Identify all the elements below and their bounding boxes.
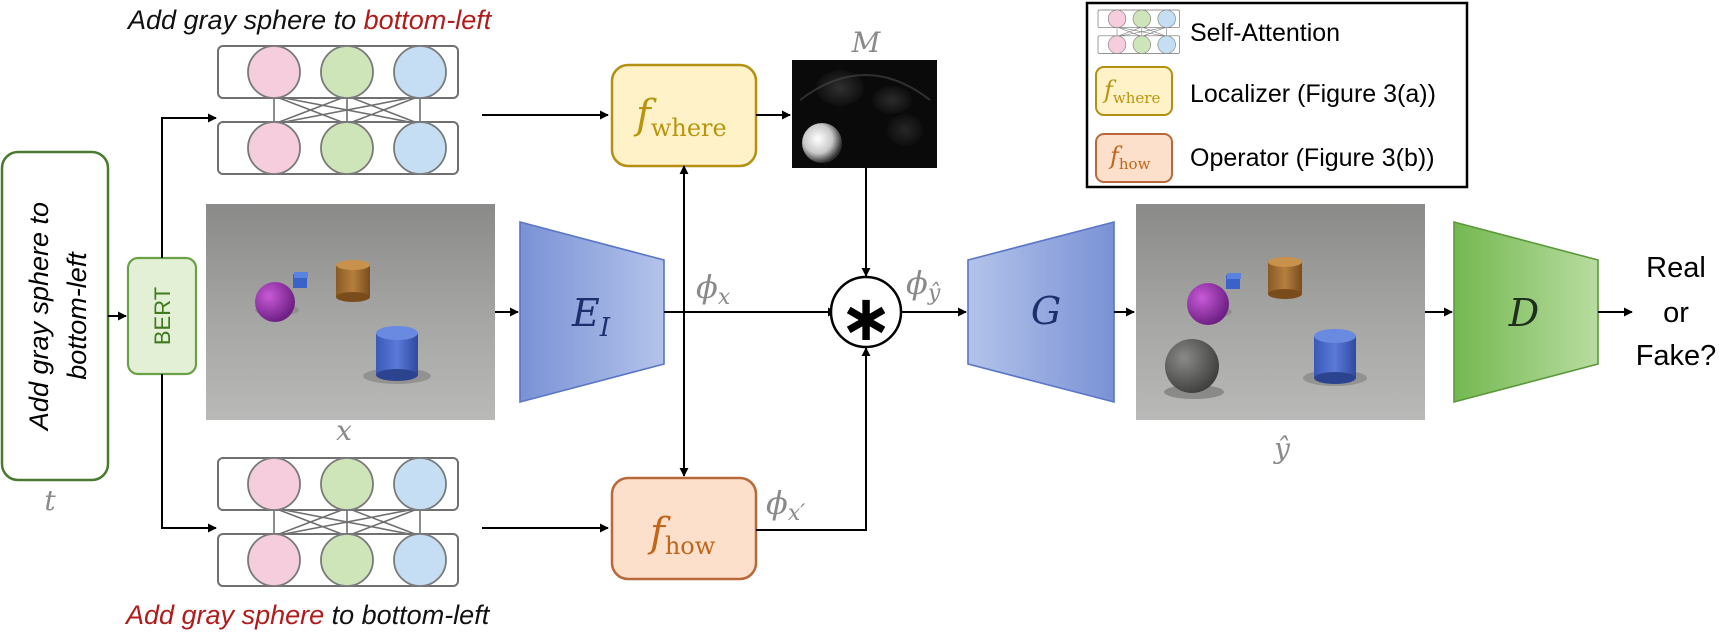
arrow-bert-to-bottom-attention [161, 374, 217, 533]
bert-encoder-block: BERT [126, 256, 198, 376]
phi-x-prime-label: ϕx′ [766, 484, 805, 526]
input-scene-image [206, 204, 495, 420]
legend-item-localizer: fwhere Localizer (Figure 3(a)) [1095, 66, 1436, 116]
legend-label-localizer: Localizer (Figure 3(a)) [1190, 80, 1436, 108]
image-encoder-block: EI [519, 220, 665, 404]
output-text-fake: Fake? [1636, 340, 1717, 372]
discriminator-label: D [1508, 291, 1539, 335]
generator-block: G [967, 220, 1115, 404]
legend: Self-Attention fwhere Localizer (Figure … [1085, 1, 1469, 189]
bottom-self-attention-block [217, 457, 459, 587]
combine-symbol: ∗ [839, 282, 893, 354]
combine-operator: ∗ [829, 275, 903, 354]
legend-label-self-attention: Self-Attention [1190, 19, 1340, 47]
bert-label: BERT [150, 287, 175, 345]
attention-mask-image [792, 60, 937, 168]
f-how-operator-block: fhow [610, 476, 758, 581]
encoder-label: EI [571, 291, 611, 343]
f-where-localizer-block: fwhere [610, 63, 758, 168]
generator-label: G [1031, 289, 1061, 333]
bottom-caption: Add gray sphere to bottom-left [124, 600, 491, 630]
mask-label: M [851, 26, 882, 59]
text-input-box: Add gray sphere to bottom-left [0, 150, 110, 482]
output-text-real: Real [1646, 252, 1706, 284]
legend-item-self-attention: Self-Attention [1097, 9, 1340, 54]
text-input-line-2: bottom-left [62, 251, 92, 380]
output-image-label: ŷ [1272, 432, 1291, 465]
phi-x-label: ϕx [696, 268, 731, 310]
input-image-label: x [336, 414, 352, 447]
discriminator-block: D [1453, 220, 1599, 404]
arrow-fhow-to-combine [756, 347, 871, 531]
phi-yhat-label: ϕŷ [906, 264, 941, 306]
f-where-icon: fwhere [1095, 66, 1173, 116]
output-scene-image [1136, 204, 1425, 420]
f-how-icon: fhow [1095, 133, 1173, 183]
output-text-or: or [1663, 297, 1689, 329]
top-caption: Add gray sphere to bottom-left [126, 5, 493, 35]
top-self-attention-block [217, 45, 459, 175]
arrow-bert-to-top-attention [161, 113, 217, 258]
legend-label-operator: Operator (Figure 3(b)) [1190, 144, 1435, 172]
discriminator-output-text: Real or Fake? [1636, 252, 1717, 372]
f-how-label: fhow [647, 510, 716, 560]
text-symbol-t: t [44, 484, 56, 517]
legend-item-operator: fhow Operator (Figure 3(b)) [1095, 133, 1435, 183]
text-input-line-1: Add gray sphere to [24, 202, 54, 432]
